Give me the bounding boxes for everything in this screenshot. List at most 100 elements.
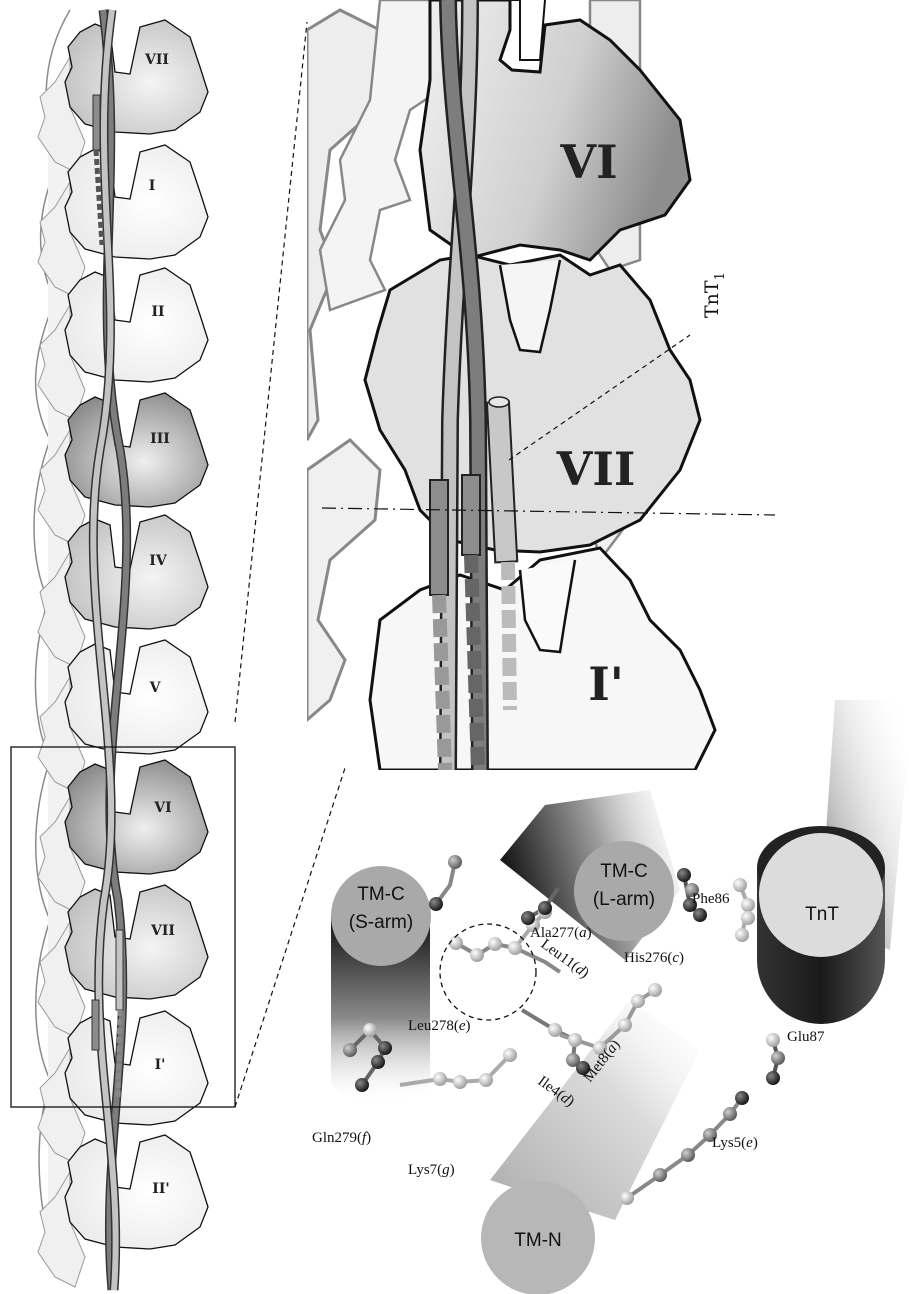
filament-subunit-label: V — [149, 680, 162, 696]
filament-subunit-shape — [65, 20, 208, 134]
zoom-label-vi: VI — [559, 135, 617, 189]
residue-label: Lys5(e) — [712, 1135, 758, 1151]
filament-subunit-label: II — [151, 304, 164, 320]
residue-label: Leu11(d) — [538, 936, 592, 981]
residue-paren: ) — [466, 1018, 471, 1034]
atom-sphere — [448, 855, 462, 869]
residue-name: Lys5( — [712, 1135, 746, 1151]
residue-name: Lys7( — [408, 1162, 442, 1178]
filament-subunit-shape — [65, 640, 208, 754]
atom-sphere — [771, 1051, 785, 1065]
atom-sphere — [631, 994, 645, 1008]
atom-sphere — [429, 897, 443, 911]
atom-sphere — [449, 936, 463, 950]
zoom-panel: VI VII I' TnT1 — [307, 0, 775, 770]
residue-name: Leu11( — [538, 936, 582, 974]
tnt-cylinder-label: TnT — [805, 904, 839, 925]
residue-label: Gln279(f) — [312, 1130, 371, 1146]
atom-sphere — [378, 1041, 392, 1055]
filament-subunit: VII — [38, 20, 208, 172]
tmn-cylinder-label: TM-N — [514, 1230, 561, 1251]
zoom-label-i-prime: I' — [588, 657, 624, 711]
filament-subunit-label: I' — [155, 1057, 166, 1073]
atom-sphere — [620, 1191, 634, 1205]
atom-sphere — [433, 1072, 447, 1086]
atom-sphere — [470, 948, 484, 962]
atom-sphere — [548, 1023, 562, 1037]
filament-subunit-shape — [65, 1011, 208, 1125]
atom-sphere — [488, 937, 502, 951]
atom-sphere — [521, 911, 535, 925]
atom-sphere — [618, 1018, 632, 1032]
residue-label: Phe86 — [692, 891, 730, 907]
filament-subunit-shape — [65, 393, 208, 507]
filament-subunit-shape — [65, 760, 208, 874]
residue-label: His276(c) — [624, 950, 684, 966]
residue-paren: ) — [366, 1130, 371, 1146]
residue-label: Glu87 — [787, 1029, 825, 1045]
atom-sphere — [681, 1148, 695, 1162]
residue-name: Gln279( — [312, 1130, 362, 1146]
atom-sphere — [371, 1055, 385, 1069]
atom-sphere — [741, 898, 755, 912]
filament-subunit-label: VII — [144, 52, 169, 68]
tmc-s-label-line2: (S-arm) — [349, 912, 413, 933]
residue-paren: ) — [753, 1135, 758, 1151]
filament-subunit-shape — [65, 145, 208, 259]
filament-subunit-shape — [65, 268, 208, 382]
residue-paren: ) — [679, 950, 684, 966]
tmc-l-label-line1: TM-C — [600, 861, 647, 882]
atom-sphere — [648, 983, 662, 997]
residue-name: Phe86 — [692, 891, 730, 907]
filament-subunit-shape — [65, 515, 208, 629]
residue-label: Ala277(a) — [530, 925, 592, 941]
atom-sphere — [343, 1043, 357, 1057]
atom-sphere — [723, 1107, 737, 1121]
atom-sphere — [677, 868, 691, 882]
residue-label: Leu278(e) — [408, 1018, 471, 1034]
atom-sphere — [503, 1048, 517, 1062]
filament-subunit-label: VI — [153, 800, 171, 816]
filament-subunit-label: VII — [150, 923, 175, 939]
residue-name: Leu278( — [408, 1018, 459, 1034]
interface-panel: TM-C (S-arm) TM-C (L-arm) TnT TM-N Phe86… — [312, 700, 905, 1294]
residue-paren: ) — [450, 1162, 455, 1178]
atom-sphere — [568, 1033, 582, 1047]
residue-position: a — [579, 925, 587, 941]
atom-sphere — [741, 911, 755, 925]
filament-subunit-shape — [65, 1135, 208, 1249]
atom-sphere — [653, 1168, 667, 1182]
tmc-s-label-line1: TM-C — [357, 884, 404, 905]
tnt1-label-subscript: 1 — [713, 272, 728, 280]
zoom-label-vii: VII — [556, 442, 636, 496]
atom-sphere — [766, 1071, 780, 1085]
atom-sphere — [363, 1023, 377, 1037]
atom-sphere — [453, 1075, 467, 1089]
atom-sphere — [735, 1091, 749, 1105]
filament-subunit-label: IV — [149, 553, 168, 569]
atom-sphere — [479, 1073, 493, 1087]
cylinder-tnt — [757, 700, 905, 1024]
filament-subunit-label: III — [150, 431, 170, 447]
filament-subunit-label: II' — [152, 1181, 169, 1197]
atom-sphere — [733, 878, 747, 892]
tmc-l-label-line2: (L-arm) — [593, 889, 655, 910]
tnt1-label: TnT1 — [701, 272, 728, 318]
residue-paren: ) — [587, 925, 592, 941]
residue-label: Lys7(g) — [408, 1162, 455, 1178]
residue-name: Glu87 — [787, 1029, 825, 1045]
tnt1-label-text: TnT — [701, 280, 723, 318]
atom-sphere — [693, 908, 707, 922]
atom-sphere — [766, 1033, 780, 1047]
filament-subunit-label: I — [149, 178, 156, 194]
filament-subunit-shape — [65, 885, 208, 999]
atom-sphere — [735, 928, 749, 942]
atom-sphere — [508, 941, 522, 955]
atom-sphere — [355, 1078, 369, 1092]
residue-name: Ala277( — [530, 925, 579, 941]
residue-name: His276( — [624, 950, 672, 966]
atom-sphere — [538, 901, 552, 915]
